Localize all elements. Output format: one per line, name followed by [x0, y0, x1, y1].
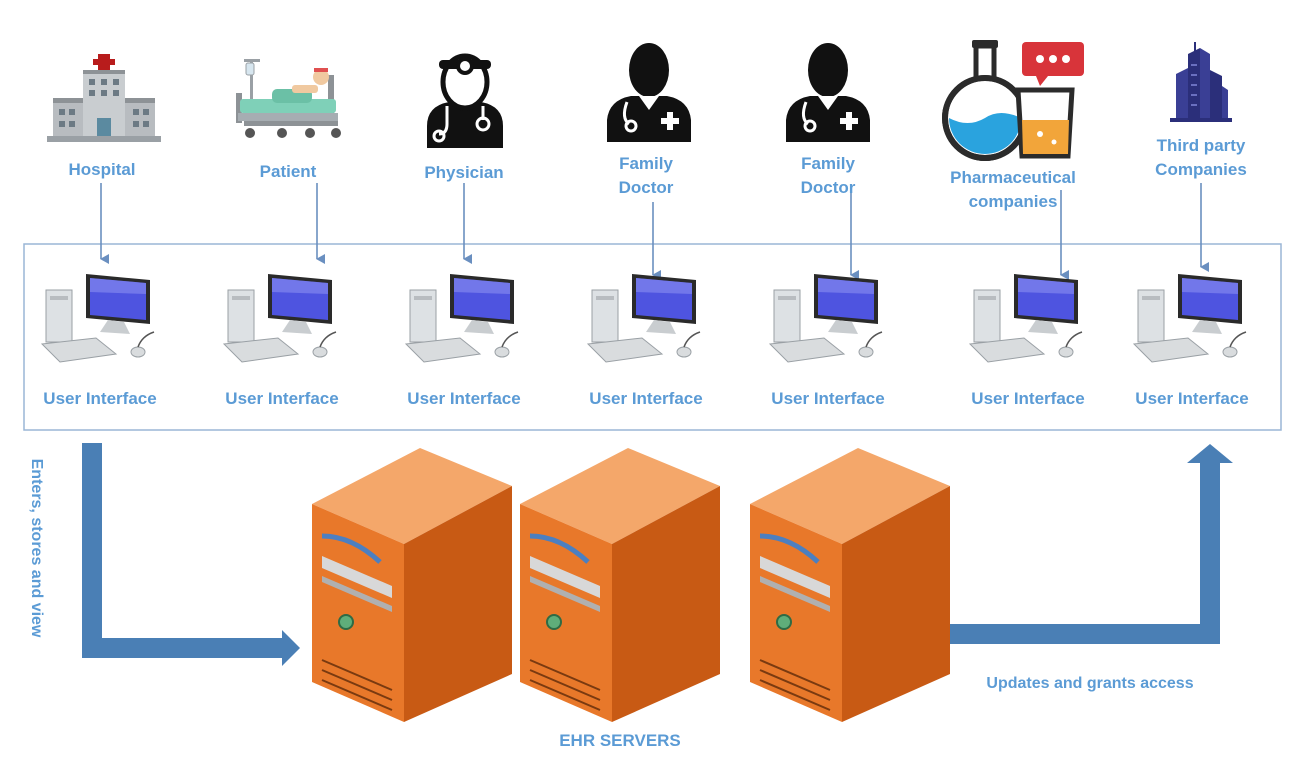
computer-icon — [586, 274, 701, 363]
doctor-icon — [607, 43, 691, 142]
ui-label-4: User Interface — [589, 389, 703, 408]
actor-label-third-party: Third party Companies — [1155, 136, 1247, 179]
enters-stores-view-label: Enters, stores and view — [28, 458, 45, 638]
buildings-icon — [1170, 42, 1232, 122]
doctor-icon — [786, 43, 870, 142]
updates-grants-label: Updates and grants access — [986, 675, 1194, 692]
actor-label-family-doctor-2: Family Doctor — [800, 154, 856, 197]
computer-icon — [968, 274, 1083, 363]
server-icon — [312, 448, 512, 722]
actor-label-pharmaceutical: Pharmaceutical companies — [950, 168, 1076, 211]
outflow-arrow — [946, 444, 1233, 644]
computer-icon — [40, 274, 155, 363]
computer-icon — [768, 274, 883, 363]
ui-label-1: User Interface — [43, 389, 157, 408]
inflow-arrow — [82, 443, 300, 666]
actor-label-physician: Physician — [424, 163, 504, 182]
server-icon — [520, 448, 720, 722]
computer-icon — [222, 274, 337, 363]
lab-flask-icon — [942, 40, 1084, 161]
ehr-servers-label: EHR SERVERS — [559, 731, 681, 750]
actor-label-patient: Patient — [259, 162, 317, 181]
computer-icon — [1132, 274, 1247, 363]
computer-icon — [404, 274, 519, 363]
ui-label-6: User Interface — [971, 389, 1085, 408]
ui-label-3: User Interface — [407, 389, 521, 408]
hospital-icon — [47, 54, 161, 142]
actor-label-hospital: Hospital — [68, 160, 136, 179]
server-icon — [750, 448, 950, 722]
patient-bed-icon — [236, 59, 341, 138]
physician-icon — [427, 53, 503, 148]
ui-label-5: User Interface — [771, 389, 885, 408]
actor-connector-lines — [100, 183, 1209, 280]
ui-label-2: User Interface — [225, 389, 339, 408]
ui-label-7: User Interface — [1135, 389, 1249, 408]
actor-label-family-doctor-1: Family Doctor — [618, 154, 674, 197]
